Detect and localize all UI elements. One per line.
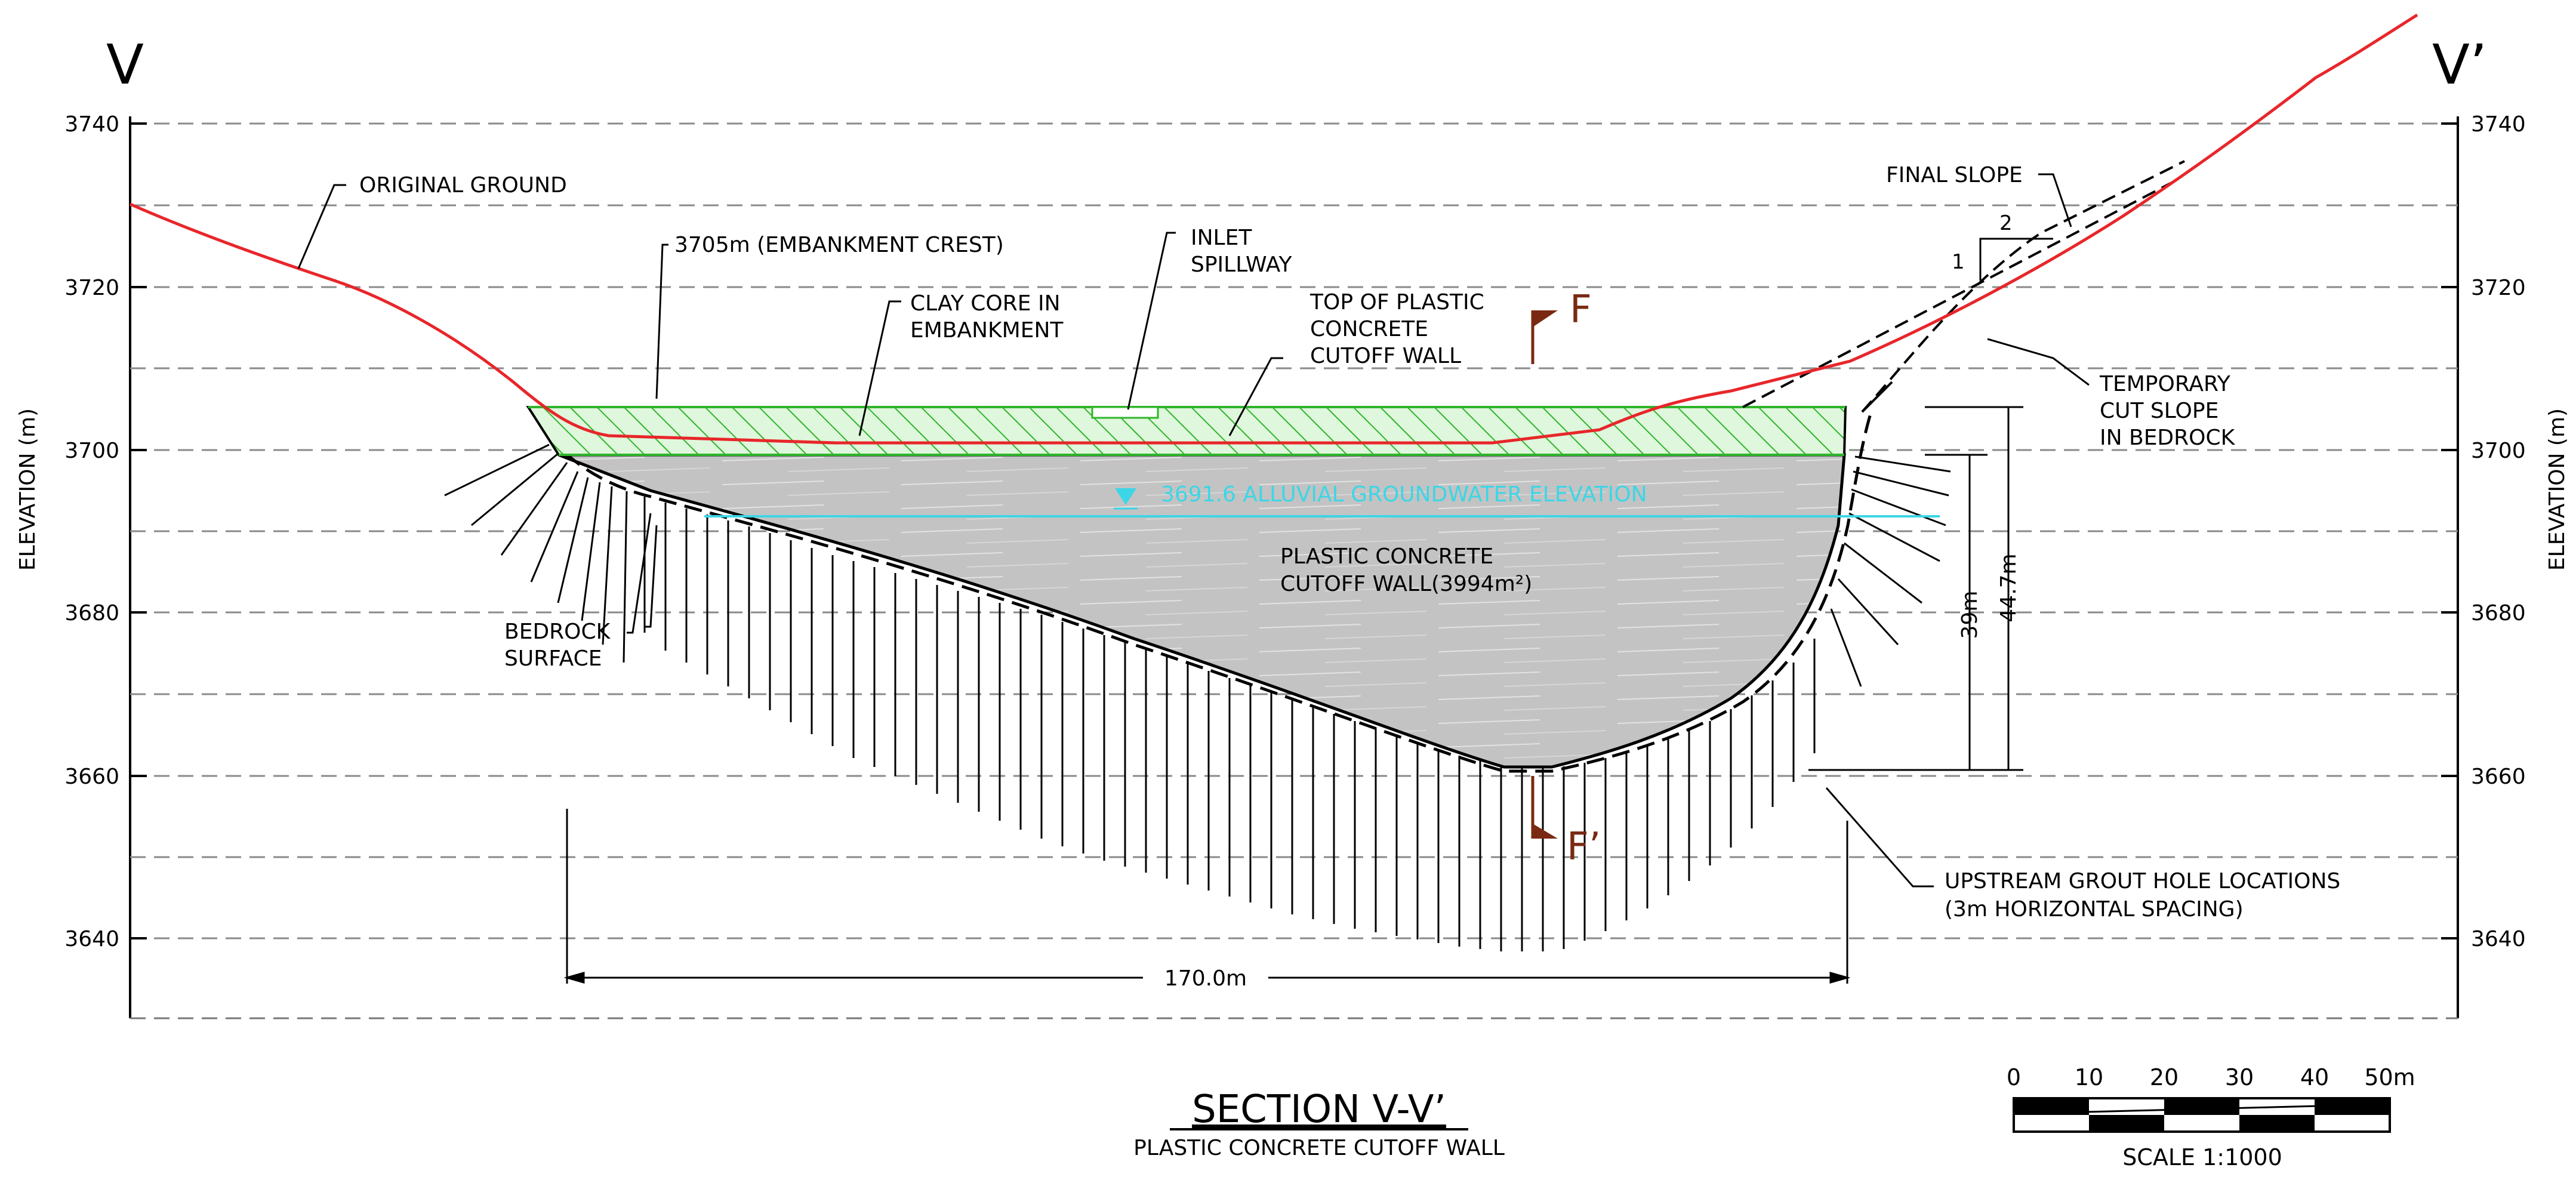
section-cut-label-f: F <box>1570 288 1592 332</box>
y-axis-title-right: ELEVATION (m) <box>2545 408 2569 571</box>
scale-tick: 0 <box>2007 1064 2021 1090</box>
dimension-170m: 170.0m <box>1164 966 1247 991</box>
top-wall-label-1: TOP OF PLASTIC <box>1309 290 1484 315</box>
bedrock-surface-line <box>532 411 1873 773</box>
tick-label-right: 3700 <box>2471 439 2526 463</box>
section-cut-label-f-prime: F’ <box>1567 825 1601 869</box>
wall-label-line1: PLASTIC CONCRETE <box>1280 544 1493 569</box>
clay-core-label-2: EMBANKMENT <box>910 318 1064 343</box>
bedrock-label-1: BEDROCK <box>504 620 611 644</box>
tick-label-left: 3680 <box>64 601 119 626</box>
temp-cut-label-3: IN BEDROCK <box>2100 426 2236 450</box>
top-wall-label-3: CUTOFF WALL <box>1310 344 1461 368</box>
inlet-spillway-label-1: INLET <box>1191 226 1252 250</box>
slope-lines <box>1742 160 2185 413</box>
scale-tick: 50m <box>2364 1064 2415 1090</box>
scale-bar <box>2013 1097 2391 1133</box>
cutoff-wall <box>558 453 1846 769</box>
temporary-cut-slope-line <box>1861 381 1893 413</box>
clay-core-label-1: CLAY CORE IN <box>910 291 1061 316</box>
original-ground-line <box>129 13 2418 445</box>
inlet-spillway-notch <box>1091 406 1159 419</box>
dimension-lines <box>563 406 2023 984</box>
section-mark-right: V’ <box>2432 33 2487 97</box>
tick-label-right: 3660 <box>2471 765 2526 789</box>
inlet-spillway-label-2: SPILLWAY <box>1191 252 1292 277</box>
dimension-44-7m: 44.7m <box>1996 553 2021 622</box>
groundwater-line <box>704 488 1940 517</box>
grout-label-1: UPSTREAM GROUT HOLE LOCATIONS <box>1945 869 2340 894</box>
bedrock-label-2: SURFACE <box>504 646 602 671</box>
top-wall-label-2: CONCRETE <box>1310 317 1428 341</box>
tick-label-right: 3740 <box>2471 112 2526 137</box>
slope-ratio-h: 2 <box>1999 211 2013 235</box>
final-slope-label: FINAL SLOPE <box>1886 163 2023 187</box>
scale-tick: 20 <box>2150 1064 2178 1090</box>
leader-lines <box>297 173 2090 888</box>
scale-caption: SCALE 1:1000 <box>2122 1144 2282 1170</box>
section-title: SECTION V-V’ <box>1192 1088 1446 1132</box>
section-cut-f <box>1531 310 1558 839</box>
wall-label-line2: CUTOFF WALL(3994m²) <box>1280 572 1532 596</box>
drawing-frame <box>129 116 2459 1019</box>
clay-core <box>526 406 1847 456</box>
tick-label-right: 3720 <box>2471 276 2526 300</box>
tick-label-left: 3720 <box>64 276 119 300</box>
section-subtitle: PLASTIC CONCRETE CUTOFF WALL <box>1133 1136 1505 1160</box>
slope-ratio-v: 1 <box>1952 250 1965 274</box>
tick-label-left: 3640 <box>64 927 119 951</box>
scale-tick: 30 <box>2225 1064 2254 1090</box>
section-mark-left: V <box>106 33 144 97</box>
slope-ratio-symbol <box>1979 238 2053 281</box>
tick-label-right: 3680 <box>2471 601 2526 626</box>
tick-label-left: 3740 <box>64 112 119 137</box>
temp-cut-label-2: CUT SLOPE <box>2100 399 2218 423</box>
axis-ticks <box>130 122 2458 939</box>
tick-label-left: 3700 <box>64 439 119 463</box>
scale-tick: 40 <box>2300 1064 2329 1090</box>
dimension-39m: 39m <box>1958 591 1982 639</box>
original-ground-label: ORIGINAL GROUND <box>359 173 567 198</box>
scale-tick: 10 <box>2075 1064 2103 1090</box>
groundwater-label: 3691.6 ALLUVIAL GROUNDWATER ELEVATION <box>1161 482 1647 507</box>
grout-label-2: (3m HORIZONTAL SPACING) <box>1945 897 2244 922</box>
y-axis-title-left: ELEVATION (m) <box>16 408 40 571</box>
grout-holes <box>444 443 1951 951</box>
temp-cut-label-1: TEMPORARY <box>2099 372 2231 396</box>
embankment-crest-label: 3705m (EMBANKMENT CREST) <box>674 233 1004 257</box>
tick-label-right: 3640 <box>2471 927 2526 951</box>
tick-label-left: 3660 <box>64 765 119 789</box>
